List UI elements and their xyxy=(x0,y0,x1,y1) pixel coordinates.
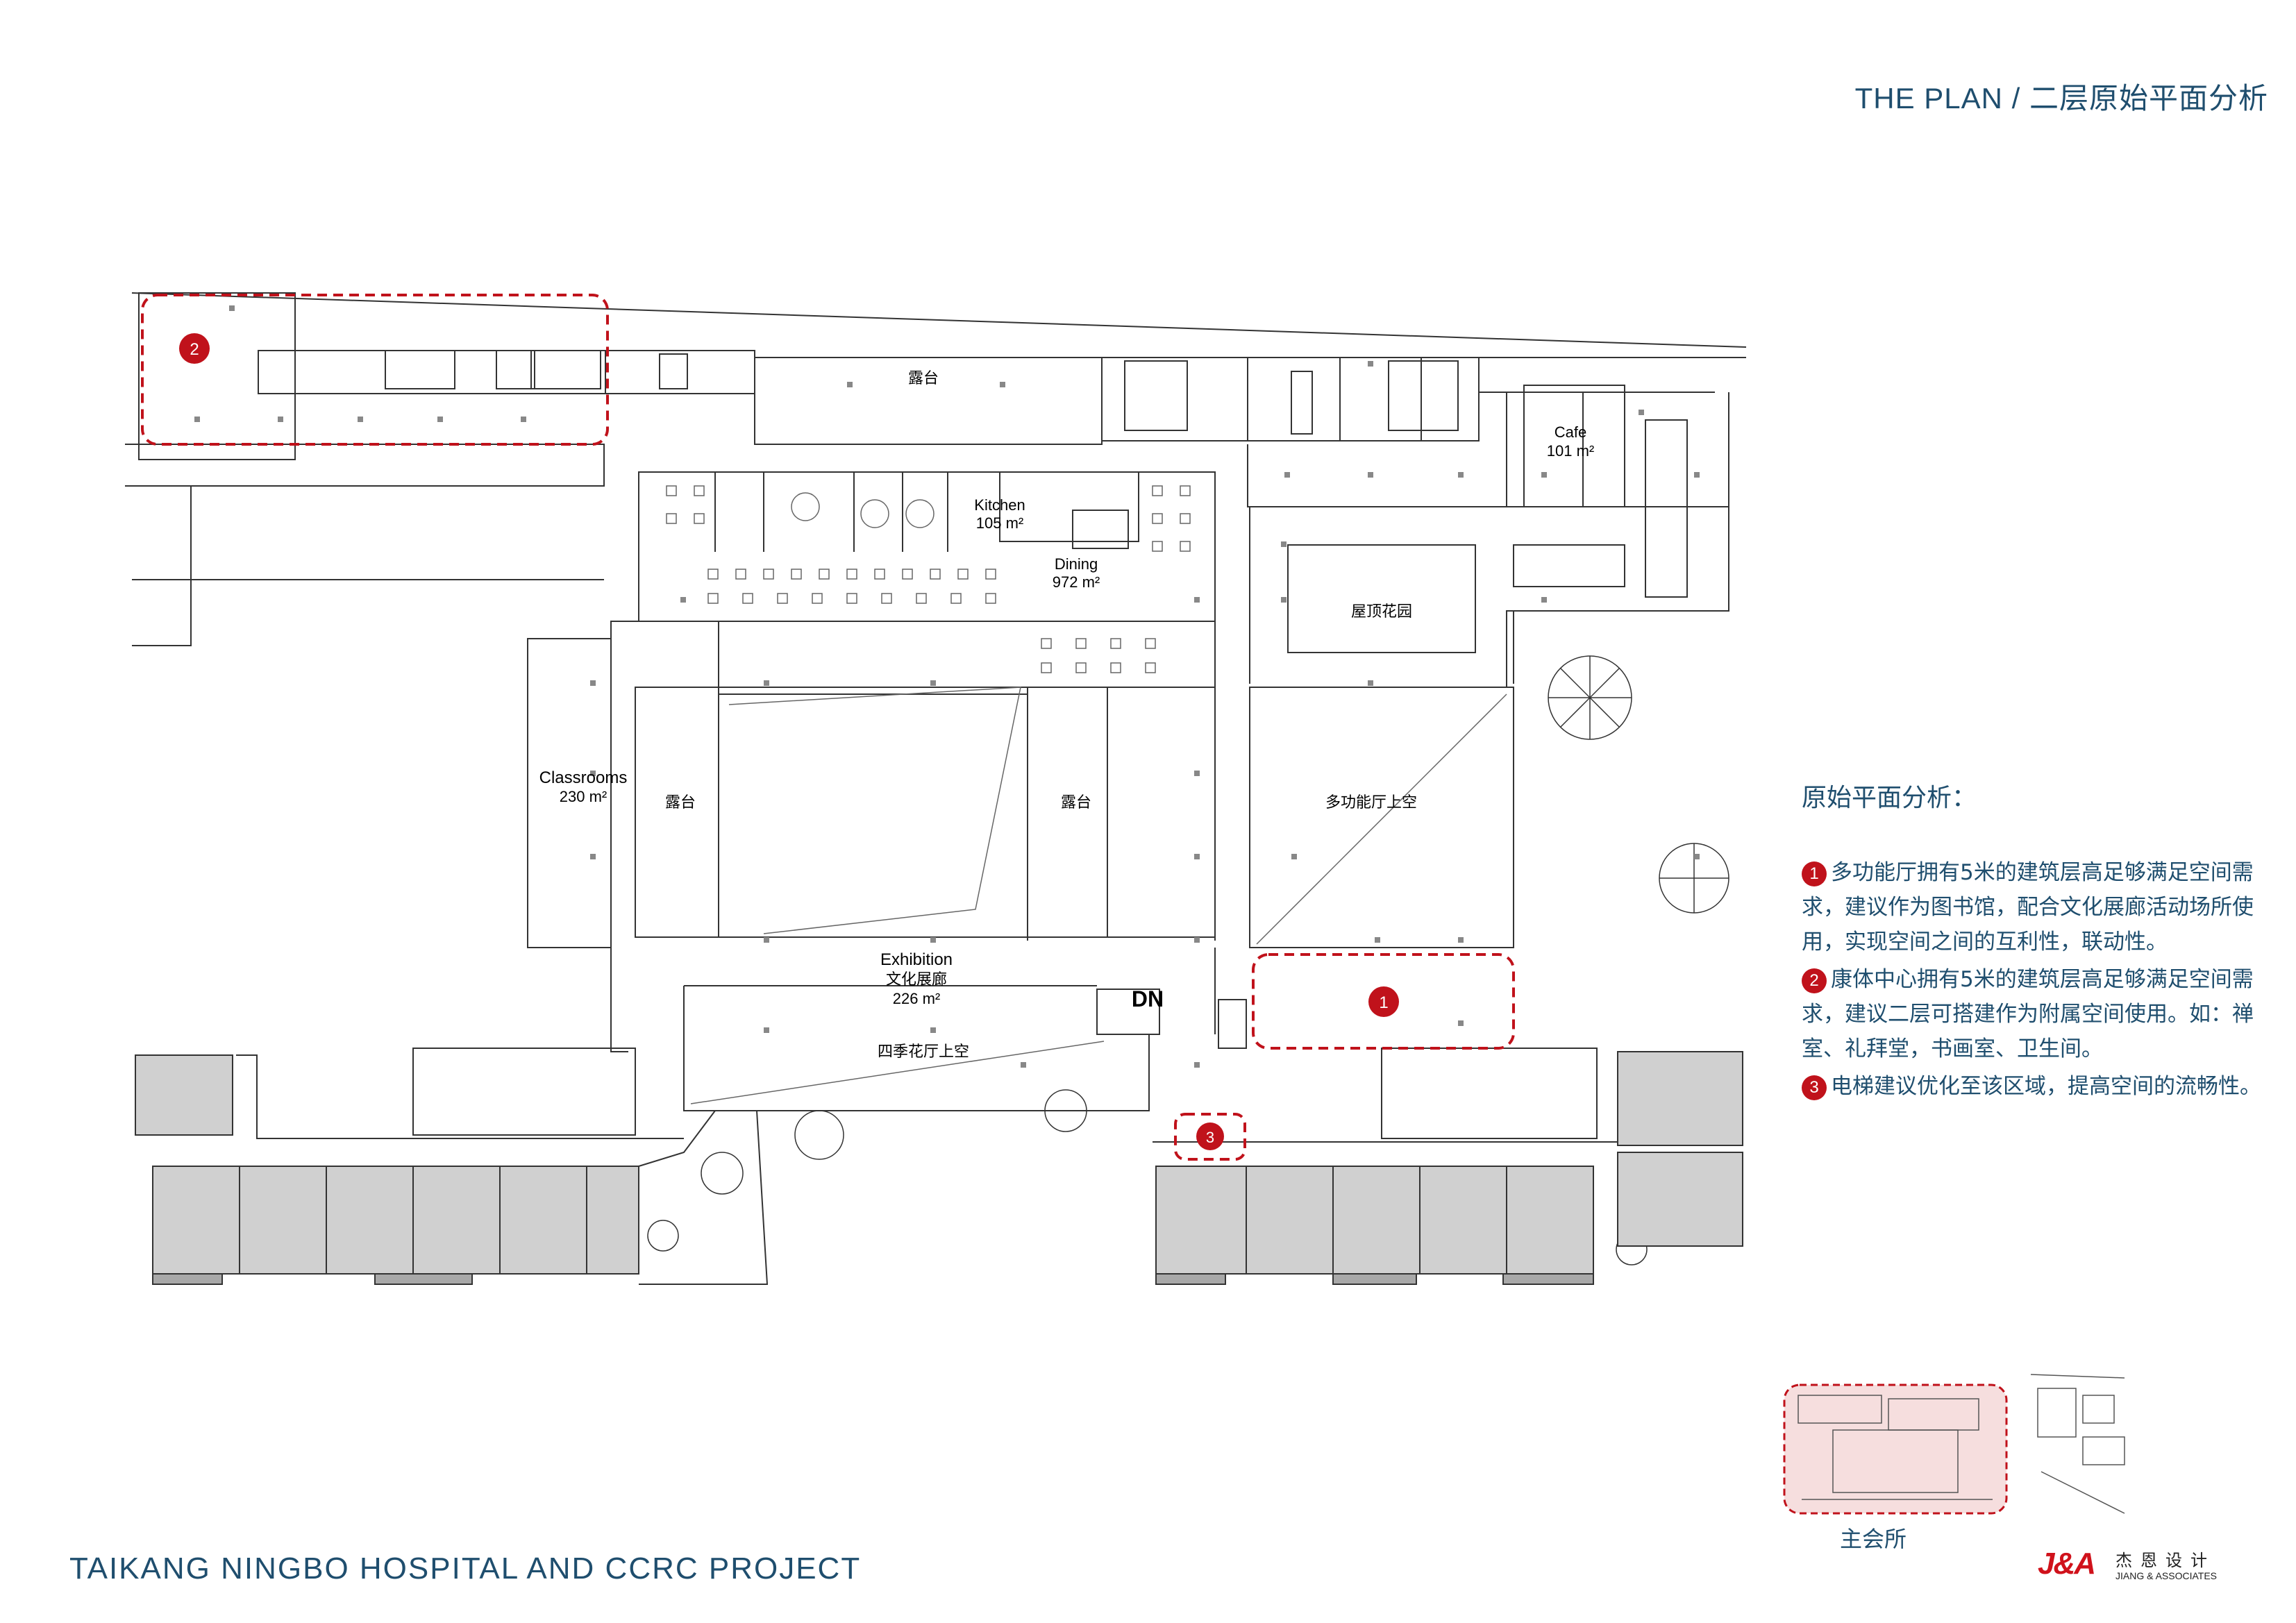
page-title: THE PLAN / 二层原始平面分析 xyxy=(1854,82,2268,115)
label-terrace-right: 露台 xyxy=(1061,794,1091,812)
zone-3 xyxy=(1174,1113,1246,1161)
label-exhibition: Exhibition xyxy=(880,950,953,969)
label-cafe-area: 101 m² xyxy=(1547,442,1594,460)
structural-columns xyxy=(194,305,1700,1068)
label-exhibition-area: 226 m² xyxy=(893,990,940,1007)
key-plan xyxy=(1783,1374,2125,1515)
zone-markers: 2 1 3 xyxy=(179,333,1399,1150)
room-labels: 露台 Cafe 101 m² Kitchen 105 m² Dining 972… xyxy=(539,370,1595,1061)
svg-text:2: 2 xyxy=(190,340,199,359)
east-wing xyxy=(1153,1048,1743,1285)
atrium-block xyxy=(635,687,1216,941)
logo-en-name: JIANG & ASSOCIATES xyxy=(2115,1570,2218,1581)
note-text: 康体中心拥有5米的建筑层高足够满足空间需求，建议二层可搭建作为附属空间使用。如：… xyxy=(1802,967,2254,1061)
label-terrace-left: 露台 xyxy=(665,794,696,812)
logo-mark: J&A xyxy=(2038,1547,2096,1581)
north-wing xyxy=(125,292,1747,688)
label-classrooms-area: 230 m² xyxy=(560,788,607,805)
label-seasons-void: 四季花厅上空 xyxy=(878,1043,969,1061)
exhibition-block xyxy=(610,948,1247,1111)
top-cores xyxy=(385,350,1459,435)
project-title: TAIKANG NINGBO HOSPITAL AND CCRC PROJECT xyxy=(69,1551,862,1586)
multi-hall-block xyxy=(1249,506,1514,948)
highlight-zones xyxy=(141,294,1515,1161)
note-text: 多功能厅拥有5米的建筑层高足够满足空间需求，建议作为图书馆，配合文化展廊活动场所… xyxy=(1802,860,2254,955)
svg-text:1: 1 xyxy=(1379,993,1388,1012)
key-plan-label: 主会所 xyxy=(1840,1526,1907,1552)
label-kitchen-area: 105 m² xyxy=(976,514,1023,532)
zone-1 xyxy=(1252,953,1515,1050)
note-number-badge: 1 xyxy=(1802,861,1827,886)
svg-text:3: 3 xyxy=(1206,1129,1214,1146)
label-terrace-top: 露台 xyxy=(908,370,939,387)
notes-title: 原始平面分析： xyxy=(1802,784,1977,812)
label-roof-garden: 屋顶花园 xyxy=(1351,603,1412,621)
label-cafe: Cafe xyxy=(1555,423,1586,441)
label-stair-dn: DN xyxy=(1132,986,1164,1011)
note-text: 电梯建议优化至该区域，提高空间的流畅性。 xyxy=(1831,1074,2261,1099)
west-wing xyxy=(135,1048,769,1285)
label-exhibition-cn: 文化展廊 xyxy=(886,971,947,989)
note-number-badge: 2 xyxy=(1802,968,1827,993)
label-classrooms: Classrooms xyxy=(539,768,628,787)
logo-cn-name: 杰恩设计 xyxy=(2115,1551,2215,1570)
label-dining-area: 972 m² xyxy=(1053,573,1100,591)
dining-tables xyxy=(666,485,1191,673)
label-kitchen: Kitchen xyxy=(974,496,1025,514)
label-dining: Dining xyxy=(1055,555,1098,573)
dining-block xyxy=(527,471,1216,948)
note-number-badge: 3 xyxy=(1802,1075,1827,1100)
zone-2 xyxy=(141,294,609,446)
landscape xyxy=(647,655,1729,1265)
label-multi-hall: 多功能厅上空 xyxy=(1325,794,1417,812)
company-logo: J&A 杰恩设计 JIANG & ASSOCIATES xyxy=(2038,1547,2217,1581)
